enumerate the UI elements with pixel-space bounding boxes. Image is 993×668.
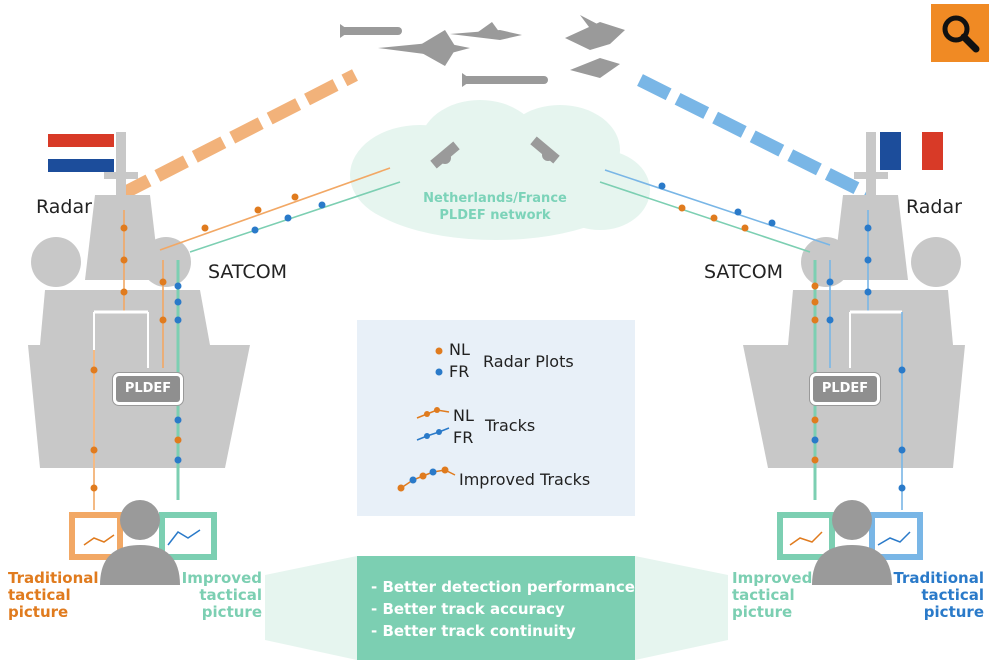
legend-fr-tracks: FR [453, 428, 474, 447]
label-line: Improved [181, 569, 262, 587]
search-icon [942, 15, 980, 53]
missile-icon [462, 73, 548, 87]
improved-picture-label-left: Improved tactical picture [178, 570, 262, 621]
jet-icon [378, 30, 470, 66]
jet-icon [570, 58, 620, 78]
fr-radar-beam [637, 74, 873, 201]
label-line: tactical [921, 586, 984, 604]
benefits-band-right [635, 556, 728, 660]
label-line: Traditional [8, 569, 99, 587]
benefits-box: - Better detection performance - Better … [357, 556, 635, 660]
zoom-button[interactable] [931, 4, 989, 62]
improved-picture-label-right: Improved tactical picture [732, 570, 812, 621]
label-line: picture [923, 603, 984, 621]
legend-symbols [397, 347, 456, 492]
missile-icon [340, 24, 402, 38]
legend-nl-tracks: NL [453, 406, 474, 425]
satellite-icon [530, 136, 560, 164]
flag-netherlands-icon [48, 134, 114, 172]
radar-label-right: Radar [906, 196, 962, 218]
label-line: Traditional [893, 569, 984, 587]
satellite-icon [430, 141, 460, 169]
legend-fr-plots: FR [449, 362, 470, 381]
nl-radar-beam [117, 69, 358, 201]
radar-plot-dots [90, 182, 906, 492]
legend-improved-tracks: Improved Tracks [459, 470, 591, 489]
traditional-picture-label-right: Traditional tactical picture [890, 570, 984, 621]
benefit-accuracy: - Better track accuracy [371, 600, 565, 618]
ship-left [28, 132, 250, 468]
flag-france-icon [880, 132, 943, 170]
network-label: Netherlands/France PLDEF network [410, 190, 580, 224]
benefits-band-left [265, 556, 357, 660]
label-line: picture [732, 603, 793, 621]
label-line: tactical [8, 586, 71, 604]
operator-left [69, 500, 217, 585]
benefit-continuity: - Better track continuity [371, 622, 576, 640]
network-label-line1: Netherlands/France [423, 191, 567, 206]
label-line: picture [201, 603, 262, 621]
label-line: Improved [732, 569, 813, 587]
legend-radar-plots: Radar Plots [483, 352, 574, 371]
label-line: tactical [732, 586, 795, 604]
label-line: tactical [199, 586, 262, 604]
network-label-line2: PLDEF network [439, 208, 551, 223]
pldef-box-left: PLDEF [113, 373, 183, 405]
traditional-picture-label-left: Traditional tactical picture [8, 570, 99, 621]
radar-label-left: Radar [36, 196, 92, 218]
legend-nl-plots: NL [449, 340, 470, 359]
pldef-box-right: PLDEF [810, 373, 880, 405]
label-line: picture [8, 603, 69, 621]
benefit-detection: - Better detection performance [371, 578, 635, 596]
network-cloud [350, 100, 650, 240]
aircraft-group [340, 15, 625, 87]
legend-tracks: Tracks [485, 416, 536, 435]
satcom-label-left: SATCOM [208, 261, 288, 283]
ship-right [743, 132, 965, 468]
legend: NL FR Radar Plots NL FR Tracks Improved … [357, 320, 635, 516]
jet-icon [565, 15, 625, 50]
operator-right [777, 500, 923, 585]
jet-icon [450, 22, 522, 40]
satcom-label-right: SATCOM [704, 261, 784, 283]
